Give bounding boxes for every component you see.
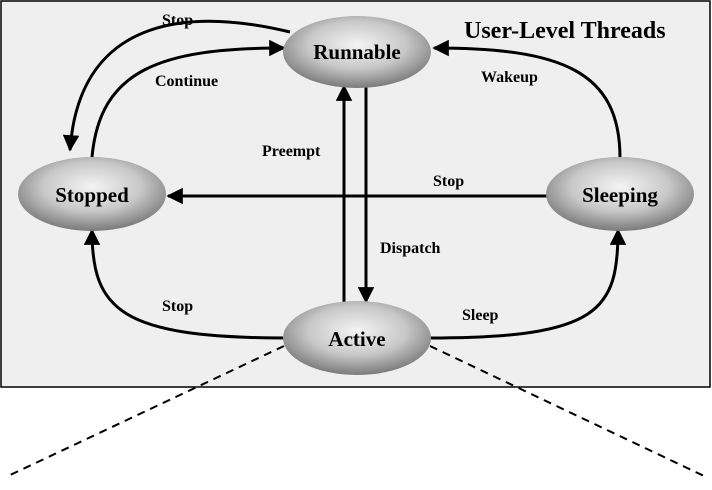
state-runnable-label: Runnable — [313, 40, 401, 64]
edge-sleeping-to-runnable — [432, 39, 622, 159]
edge-runnable-to-stopped — [62, 19, 291, 152]
state-runnable-ellipse — [283, 16, 431, 88]
state-active-label: Active — [328, 327, 385, 351]
label-stop-top: Stop — [162, 12, 193, 29]
edge-stopped-to-runnable — [90, 39, 286, 158]
label-wakeup: Wakeup — [481, 69, 538, 86]
state-sleeping-label: Sleeping — [582, 183, 658, 207]
dashed-line-left — [7, 345, 285, 477]
edge-active-to-sleeping — [429, 228, 627, 340]
state-sleeping: Sleeping — [546, 157, 694, 231]
state-active: Active — [283, 301, 431, 375]
state-stopped: Stopped — [18, 157, 166, 231]
state-active-ellipse — [283, 301, 431, 375]
label-continue: Continue — [155, 73, 218, 90]
dashed-line-right — [429, 345, 705, 477]
label-sleep: Sleep — [462, 307, 499, 324]
edge-active-to-stopped — [83, 228, 289, 340]
label-dispatch: Dispatch — [380, 240, 441, 257]
state-stopped-ellipse — [18, 157, 166, 231]
state-stopped-label: Stopped — [55, 183, 129, 207]
label-stop-middle: Stop — [433, 173, 464, 190]
diagram-title: User-Level Threads — [464, 18, 666, 44]
state-runnable: Runnable — [283, 16, 431, 88]
label-preempt: Preempt — [262, 143, 321, 160]
state-sleeping-ellipse — [546, 157, 694, 231]
label-stop-bottom: Stop — [162, 298, 193, 315]
